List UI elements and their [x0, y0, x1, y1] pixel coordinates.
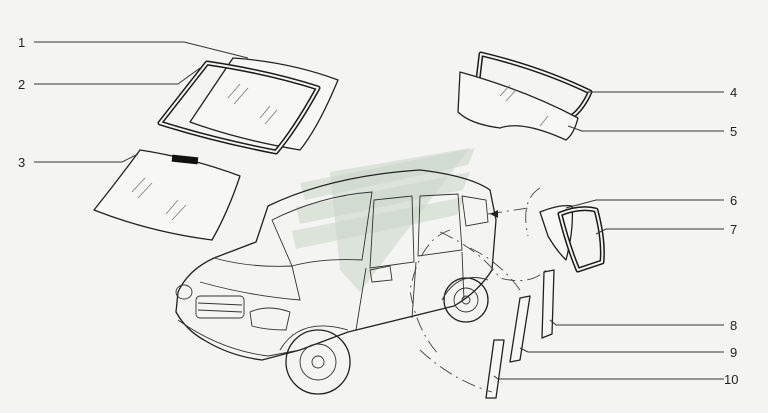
- leader-10: [493, 375, 724, 380]
- leader-3: [34, 153, 139, 163]
- leader-5: [567, 125, 724, 132]
- callout-leaders: [34, 41, 724, 380]
- part-9-pillar-trim: [509, 295, 531, 363]
- vehicle-outline: [175, 169, 497, 395]
- callout-7: 7: [730, 222, 737, 237]
- assembly-guide-lines: [409, 187, 547, 393]
- callout-6: 6: [730, 193, 737, 208]
- part-10-pillar-trim: [485, 339, 505, 399]
- leader-2: [34, 67, 201, 85]
- callout-10: 10: [724, 372, 738, 387]
- leader-9: [519, 347, 724, 353]
- callout-9: 9: [730, 345, 737, 360]
- callout-3: 3: [18, 155, 25, 170]
- part-7-quarter-window-seal: [557, 206, 605, 273]
- leader-6: [565, 199, 724, 209]
- watermark-logo: [292, 148, 475, 292]
- part-2-windscreen-seal: [157, 60, 321, 155]
- part-6-quarter-glass: [539, 204, 574, 261]
- callout-2: 2: [18, 77, 25, 92]
- callout-5: 5: [730, 124, 737, 139]
- leader-7: [595, 228, 724, 235]
- part-8-pillar-trim: [541, 269, 555, 339]
- callout-8: 8: [730, 318, 737, 333]
- leader-1: [34, 41, 249, 59]
- leader-8: [549, 319, 724, 326]
- part-5-side-window-glass: [457, 71, 579, 141]
- callout-4: 4: [730, 85, 737, 100]
- callout-1: 1: [18, 35, 25, 50]
- callout-labels: 1 2 3 4 5 6 7 8 9 10: [18, 35, 738, 387]
- part-3-rear-window-glass: [93, 149, 241, 241]
